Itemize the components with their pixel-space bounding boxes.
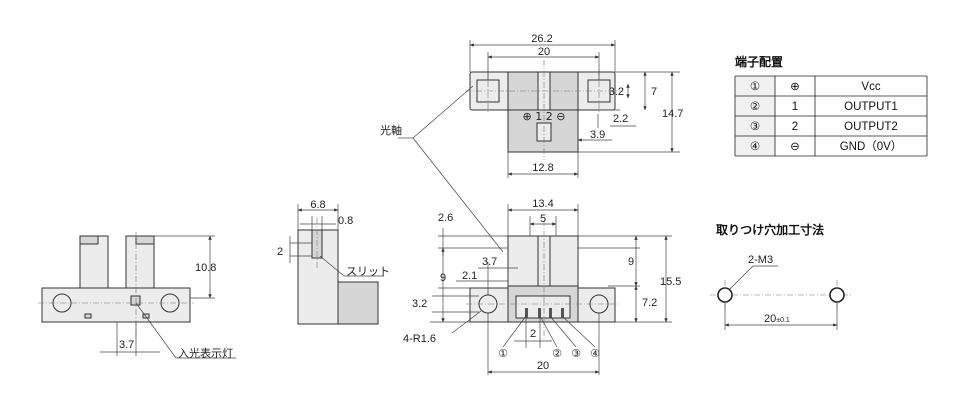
top-dim-2-2: 2.2 [613, 113, 628, 125]
terminal-table: 端子配置 ① ⊕ Vcc ② 1 OUTPUT1 ③ 2 OUTPUT2 ④ ⊖ GND（0V） [734, 54, 928, 157]
terminal-row-3-pin-bg [735, 116, 775, 136]
terminal-row-4-col-1: ④ [750, 141, 760, 153]
pin-callout-2: ② [552, 347, 562, 360]
side-dim-0-8: 0.8 [338, 215, 353, 227]
terminal-row-3-col-1: ③ [750, 121, 760, 133]
front-dim-2-6: 2.6 [438, 212, 453, 224]
optical-axis-label: 光軸 [380, 123, 402, 137]
top-dim-7: 7 [651, 86, 657, 98]
mount-hole-left [717, 287, 733, 303]
indicator-label: 入光表示灯 [178, 346, 233, 360]
terminal-row-4-col-3: GND（0V） [840, 140, 903, 153]
front-dim-9-left: 9 [440, 272, 446, 284]
left-dim-3-7: 3.7 [119, 339, 134, 351]
terminal-row-1-col-1: ① [750, 81, 760, 93]
terminal-row-2-col-1: ② [750, 101, 760, 113]
pin-1 [525, 308, 528, 318]
terminal-row-2-pin-bg [735, 96, 775, 116]
top-dim-14-7: 14.7 [662, 108, 683, 120]
top-dim-3-9: 3.9 [590, 129, 605, 141]
terminal-row-2-col-3: OUTPUT1 [844, 101, 898, 113]
mount-hole-right [829, 287, 845, 303]
terminal-row-1-col-3: Vcc [861, 81, 880, 93]
front-dim-15-5: 15.5 [660, 276, 681, 288]
pin-2 [538, 308, 541, 318]
optical-axis-callout: 光軸 [380, 85, 504, 253]
terminal-row-3-col-3: OUTPUT2 [844, 121, 898, 133]
left-view-arm-left [79, 235, 109, 289]
top-view: ⊕ 1 2 ⊖ 26.2 20 3.2 7 14.7 2.2 3.9 [465, 33, 683, 178]
pin-3 [549, 308, 552, 318]
terminal-row-1-col-2: ⊕ [790, 81, 800, 93]
side-dim-6-8: 6.8 [310, 199, 325, 211]
terminal-row-2-col-2: 1 [792, 101, 798, 113]
front-dim-7-2: 7.2 [642, 297, 657, 309]
terminal-row-3-col-2: 2 [792, 121, 798, 133]
front-dim-3-2: 3.2 [412, 298, 427, 310]
pin-callout-1: ① [498, 347, 508, 360]
terminal-row-1-pin-bg [735, 76, 775, 96]
top-dim-overall: 26.2 [531, 33, 552, 45]
front-dim-2: 2 [530, 328, 536, 340]
front-dim-5: 5 [540, 213, 546, 225]
pin-callout-3: ③ [571, 347, 581, 360]
left-dim-10-8: 10.8 [195, 262, 216, 274]
side-view: 6.8 0.8 2 スリット [277, 199, 390, 325]
front-dim-20: 20 [537, 360, 549, 372]
terminal-row-4-pin-bg [735, 136, 775, 156]
left-view-arm-right [125, 235, 155, 289]
left-view: 10.8 3.7 入光表示灯 [38, 232, 236, 360]
mounting-holes: 取りつけ穴加工寸法 2-M3 20±0.1 [710, 222, 852, 330]
pin-callout-4: ④ [590, 347, 600, 360]
top-view-marks: ⊕ 1 2 ⊖ [523, 110, 566, 123]
terminal-table-title: 端子配置 [735, 54, 783, 69]
top-dim-pitch: 20 [538, 46, 550, 58]
front-dim-9-right: 9 [628, 256, 634, 268]
mounting-title: 取りつけ穴加工寸法 [716, 222, 824, 237]
front-view-pin-area [515, 295, 571, 319]
front-dim-2-1: 2.1 [462, 270, 477, 282]
front-view: 13.4 5 2.6 9 3.7 2.1 3.2 9 [403, 198, 681, 375]
indicator-led [130, 295, 141, 306]
terminal-row-4-col-2: ⊖ [790, 141, 800, 153]
radius-label: 4-R1.6 [403, 333, 436, 345]
side-view-connector [337, 281, 379, 325]
front-dim-13-4: 13.4 [532, 198, 553, 210]
pin-4 [561, 308, 564, 318]
mount-pitch: 20±0.1 [764, 313, 790, 325]
front-dim-3-7: 3.7 [482, 256, 497, 268]
mount-hole-label: 2-M3 [748, 254, 773, 266]
slit-label: スリット [346, 265, 390, 278]
top-dim-12-8: 12.8 [532, 162, 553, 174]
side-dim-2: 2 [277, 246, 283, 258]
top-dim-3-2: 3.2 [609, 86, 624, 98]
